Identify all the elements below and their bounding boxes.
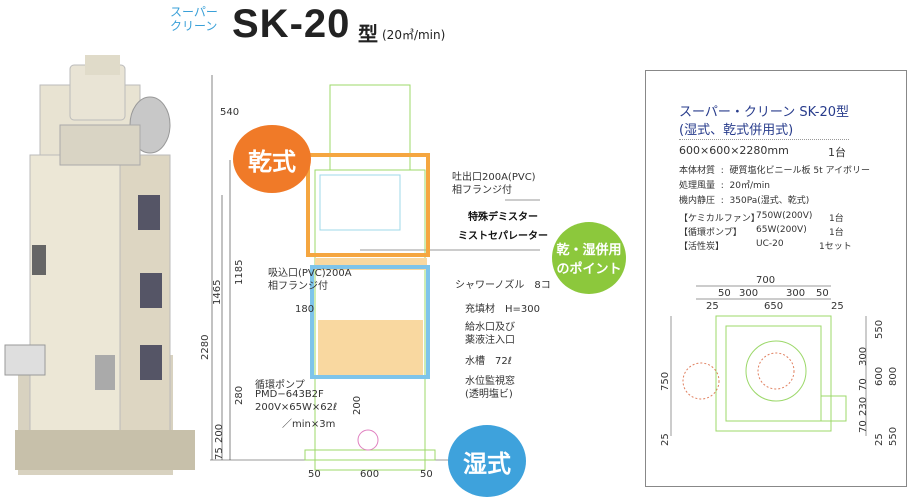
- top-dim: 700: [756, 275, 775, 286]
- label-inlet-flange: 相フランジ付: [268, 281, 328, 292]
- top-dim: 650: [764, 301, 783, 312]
- label-pump-model: PMD−643B2F: [255, 389, 324, 400]
- dim-200a: 200: [352, 396, 363, 415]
- title-capacity: (20㎥/min): [382, 28, 446, 42]
- point-line-2: のポイント: [556, 262, 622, 277]
- label-outlet: 吐出口200A(PVC): [452, 172, 536, 183]
- label-level-window: 水位監視窓: [465, 376, 515, 387]
- spec-size: 600×600×2280mm: [679, 144, 789, 157]
- product-title: スーパー クリーン SK-20 型 (20㎥/min): [170, 0, 480, 50]
- title-sub-2: クリーン: [170, 19, 218, 33]
- top-dim: 25: [831, 301, 844, 312]
- title-model: SK-20: [232, 2, 351, 46]
- dim-50b: 50: [420, 469, 433, 480]
- top-dim: 600: [874, 367, 885, 386]
- dim-600: 600: [360, 469, 379, 480]
- label-packing: 充填材 H=300: [465, 304, 540, 315]
- spec-size-qty: 1台: [828, 146, 846, 159]
- top-dim: 25: [874, 433, 885, 446]
- spec-row: 処理風量 : 20㎥/min: [679, 181, 770, 191]
- dim-2280: 2280: [200, 335, 211, 360]
- dim-75: 75: [214, 447, 225, 460]
- point-line-1: 乾・湿併用: [556, 243, 622, 258]
- dry-type-bubble: 乾式: [233, 125, 311, 193]
- elevation-drawing: 540 2280 1185 1465 180 280 200 200 75 50…: [200, 75, 540, 480]
- dim-1465: 1465: [212, 280, 223, 305]
- label-pump-spec: 200V×65W×62ℓ: [255, 402, 338, 413]
- label-water-inlet: 給水口及び: [465, 322, 515, 333]
- label-shower-nozzle: シャワーノズル 8コ: [455, 280, 551, 291]
- top-dim: 70: [858, 378, 869, 391]
- label-level-window-material: (透明塩ビ): [465, 389, 513, 400]
- spec-row: 本体材質 : 硬質塩化ビニール板 5t アイボリー: [679, 166, 871, 176]
- top-dim: 70: [858, 420, 869, 433]
- label-inlet: 吸込口(PVC)200A: [268, 268, 352, 279]
- top-dim: 25: [660, 433, 671, 446]
- label-outlet-flange: 相フランジ付: [452, 185, 512, 196]
- top-dim: 50: [718, 288, 731, 299]
- top-dim: 550: [888, 427, 899, 446]
- spec-title: スーパー・クリーン SK-20型: [679, 105, 849, 120]
- label-pump-spec-2: ／min×3m: [282, 419, 336, 430]
- top-view-drawing: 700 50 300 300 50 25 650 25 750 550 300 …: [660, 275, 899, 446]
- part-row: 【ケミカルファン】750W(200V)1台: [679, 211, 844, 224]
- label-mist-separator: ミストセパレーター: [458, 231, 548, 242]
- wet-type-bubble: 湿式: [448, 425, 526, 497]
- top-dim: 50: [816, 288, 829, 299]
- title-sub-1: スーパー: [170, 5, 218, 19]
- spec-subtitle: (湿式、乾式併用式): [679, 123, 794, 138]
- top-dim: 550: [874, 320, 885, 339]
- label-chemical-inlet: 薬液注入口: [465, 335, 515, 346]
- dim-540: 540: [220, 107, 239, 118]
- label-demister: 特殊デミスター: [468, 212, 538, 223]
- dim-180: 180: [295, 304, 314, 315]
- title-type: 型: [358, 22, 378, 46]
- top-dim: 25: [706, 301, 719, 312]
- top-dim: 230: [858, 397, 869, 416]
- spec-panel: スーパー・クリーン SK-20型 (湿式、乾式併用式) 600×600×2280…: [645, 70, 907, 487]
- top-dim: 300: [858, 347, 869, 366]
- point-bubble: 乾・湿併用 のポイント: [552, 222, 626, 294]
- dim-50a: 50: [308, 469, 321, 480]
- dim-200b: 200: [214, 424, 225, 443]
- top-dim: 300: [786, 288, 805, 299]
- dim-1185: 1185: [234, 260, 245, 285]
- dim-280: 280: [234, 386, 245, 405]
- spec-row: 機内静圧 : 350Pa(湿式、乾式): [679, 196, 810, 206]
- machine-photo: [4, 55, 195, 475]
- part-row: 【循環ポンプ】65W(200V)1台: [679, 225, 844, 238]
- label-pump: 循環ポンプ: [255, 380, 305, 391]
- label-water-tank: 水槽 72ℓ: [465, 356, 512, 367]
- top-dim: 750: [660, 372, 671, 391]
- top-dim: 800: [888, 367, 899, 386]
- top-dim: 300: [739, 288, 758, 299]
